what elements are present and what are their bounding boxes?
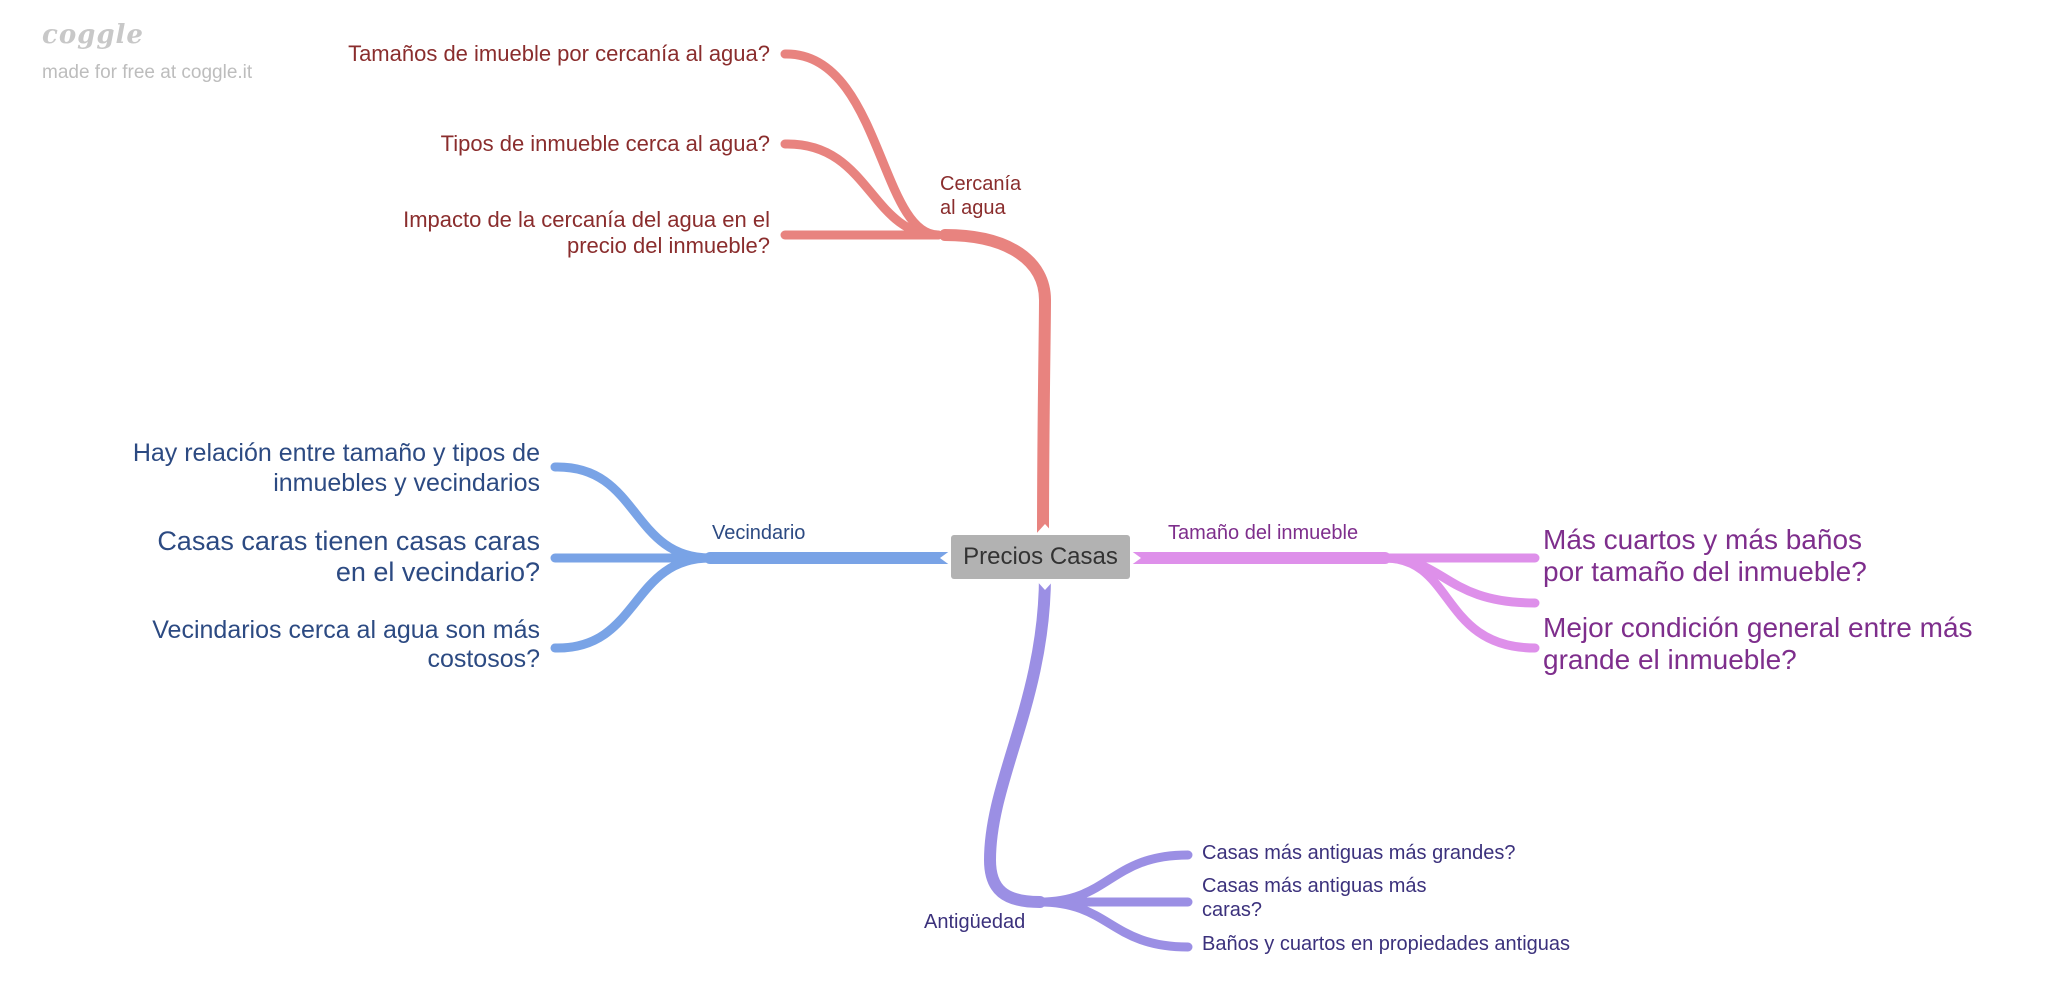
branch-vecindario — [550, 462, 957, 653]
branch-cercania — [780, 49, 1052, 546]
edge-notches — [940, 524, 1141, 590]
vecindario-item-3[interactable]: Vecindarios cerca al agua son más costos… — [152, 616, 540, 674]
antiguedad-item-1-line1: Casas más antiguas más grandes? — [1202, 842, 1516, 864]
edge-root-cercania[interactable] — [939, 229, 1052, 546]
cercania-item-3[interactable]: Impacto de la cercanía del agua en el pr… — [403, 207, 770, 259]
vecindario-item-1-line1: Hay relación entre tamaño y tipos de — [132, 439, 540, 467]
branch-label-tamano[interactable]: Tamaño del inmueble — [1168, 522, 1359, 544]
tamano-item-1-line2: por tamaño del inmueble? — [1543, 556, 1867, 587]
cercania-item-2-line1: Tipos de inmueble cerca al agua? — [440, 131, 770, 156]
edge-cercania-item-1[interactable] — [780, 49, 943, 240]
tamano-item-1-line1: Más cuartos y más baños — [1543, 524, 1863, 555]
root-notch-left — [940, 550, 951, 566]
cercania-item-3-line2: precio del inmueble? — [566, 233, 770, 258]
branch-label-cercania-line1: Cercanía — [940, 173, 1022, 195]
cercania-item-2[interactable]: Tipos de inmueble cerca al agua? — [441, 130, 770, 158]
edge-antiguedad-item-3[interactable] — [1035, 897, 1193, 952]
coggle-logo: coggle — [42, 20, 144, 50]
antiguedad-item-2-line2: caras? — [1202, 899, 1263, 921]
branch-antiguedad — [983, 569, 1193, 952]
branch-label-cercania-line2: al agua — [940, 197, 1006, 219]
cercania-item-1[interactable]: Tamaños de imueble por cercanía al agua? — [348, 40, 770, 68]
edge-root-antiguedad[interactable] — [983, 569, 1051, 908]
root-notch-bottom — [1035, 579, 1055, 590]
edge-antiguedad-item-1[interactable] — [1035, 850, 1193, 907]
tamano-item-1[interactable]: Más cuartos y más baños por tamaño del i… — [1543, 524, 1867, 588]
edge-vecindario-item-3[interactable] — [550, 553, 715, 653]
branch-tamano — [1124, 552, 1540, 653]
coggle-tagline: made for free at coggle.it — [42, 62, 253, 83]
tamano-item-2[interactable]: Mejor condición general entre más grande… — [1543, 612, 1973, 676]
root-node[interactable]: Precios Casas — [951, 535, 1130, 579]
tamano-item-2-line1: Mejor condición general entre más — [1543, 612, 1973, 643]
vecindario-item-2-line1: Casas caras tienen casas caras — [157, 526, 540, 556]
antiguedad-item-3-line1: Baños y cuartos en propiedades antiguas — [1202, 933, 1571, 955]
branch-label-cercania[interactable]: Cercanía al agua — [940, 172, 1021, 220]
antiguedad-item-1[interactable]: Casas más antiguas más grandes? — [1202, 841, 1516, 865]
branch-label-antiguedad[interactable]: Antigüedad — [924, 911, 1026, 933]
tamano-item-2-line2: grande el inmueble? — [1543, 644, 1797, 675]
vecindario-item-2[interactable]: Casas caras tienen casas caras en el vec… — [157, 526, 540, 588]
antiguedad-item-2[interactable]: Casas más antiguas más caras? — [1202, 874, 1427, 922]
branch-label-vecindario[interactable]: Vecindario — [712, 522, 806, 544]
vecindario-item-1[interactable]: Hay relación entre tamaño y tipos de inm… — [133, 438, 540, 498]
vecindario-item-3-line1: Vecindarios cerca al agua son más — [152, 616, 540, 644]
root-notch-right — [1130, 550, 1141, 566]
cercania-item-1-line1: Tamaños de imueble por cercanía al agua? — [348, 41, 770, 66]
vecindario-item-3-line2: costosos? — [427, 645, 540, 673]
cercania-item-3-line1: Impacto de la cercanía del agua en el — [403, 207, 770, 232]
antiguedad-item-3[interactable]: Baños y cuartos en propiedades antiguas — [1202, 932, 1570, 956]
antiguedad-item-2-line1: Casas más antiguas más — [1202, 875, 1427, 897]
vecindario-item-2-line2: en el vecindario? — [335, 557, 540, 587]
root-notch-top — [1035, 524, 1055, 535]
edge-vecindario-item-1[interactable] — [550, 462, 715, 563]
vecindario-item-1-line2: inmuebles y vecindarios — [273, 469, 540, 497]
edge-tamano-item-2[interactable] — [1380, 553, 1540, 653]
